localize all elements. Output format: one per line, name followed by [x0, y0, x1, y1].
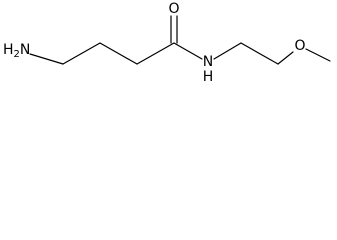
bond-c2-c3: [99, 42, 138, 65]
amine-hydrogen-count: 2: [14, 49, 20, 60]
bond-carbonyl-amide-n: [173, 42, 203, 60]
carbonyl-oxygen-label: O: [168, 1, 179, 17]
ether-oxygen-label: O: [294, 38, 305, 54]
bond-c1-c2: [62, 42, 101, 65]
bond-c5-c6: [240, 42, 279, 65]
bond-c6-ether-o: [277, 51, 294, 65]
amine-nitrogen: N: [20, 42, 30, 58]
bond-amide-n-c5: [213, 42, 242, 60]
bond-ether-o-methyl: [305, 48, 331, 62]
bond-c3-carbonyl: [136, 42, 175, 65]
skeletal-structure: H2N O N H O: [3, 1, 331, 85]
amide-hydrogen-label: H: [203, 69, 214, 85]
amine-label: H2N: [3, 42, 30, 60]
amine-hydrogen: H: [3, 42, 14, 58]
amide-nitrogen-label: N: [203, 54, 213, 70]
bond-amine-c1: [29, 53, 64, 65]
